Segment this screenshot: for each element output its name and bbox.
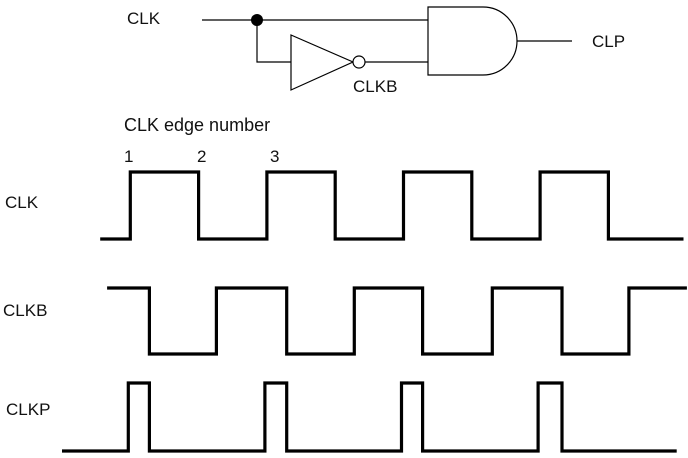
clk-input-label: CLK xyxy=(127,9,161,28)
edge-number-2: 2 xyxy=(197,147,206,166)
signal-label-clkb: CLKB xyxy=(3,301,47,320)
edge-number-heading: CLK edge number xyxy=(124,115,270,135)
inverter-icon xyxy=(290,34,355,91)
edge-number-1: 1 xyxy=(124,147,133,166)
waveform-clkp xyxy=(62,381,677,453)
waveform-clkb xyxy=(107,286,687,356)
inverter-branch-wire xyxy=(256,20,291,63)
signal-label-clkp: CLKP xyxy=(6,400,50,419)
clp-output-label: CLP xyxy=(592,32,625,51)
timing-diagram: CLK edge number 1 2 3 CLK CLKB CLKP xyxy=(3,115,687,453)
edge-number-3: 3 xyxy=(270,147,279,166)
inverter-bubble-icon xyxy=(352,55,366,69)
circuit-schematic: CLK CLKB CLP xyxy=(127,6,625,96)
waveform-clk xyxy=(100,170,684,241)
signal-label-clk: CLK xyxy=(5,193,39,212)
and-gate-icon xyxy=(427,6,518,76)
clkb-node-label: CLKB xyxy=(353,77,397,96)
